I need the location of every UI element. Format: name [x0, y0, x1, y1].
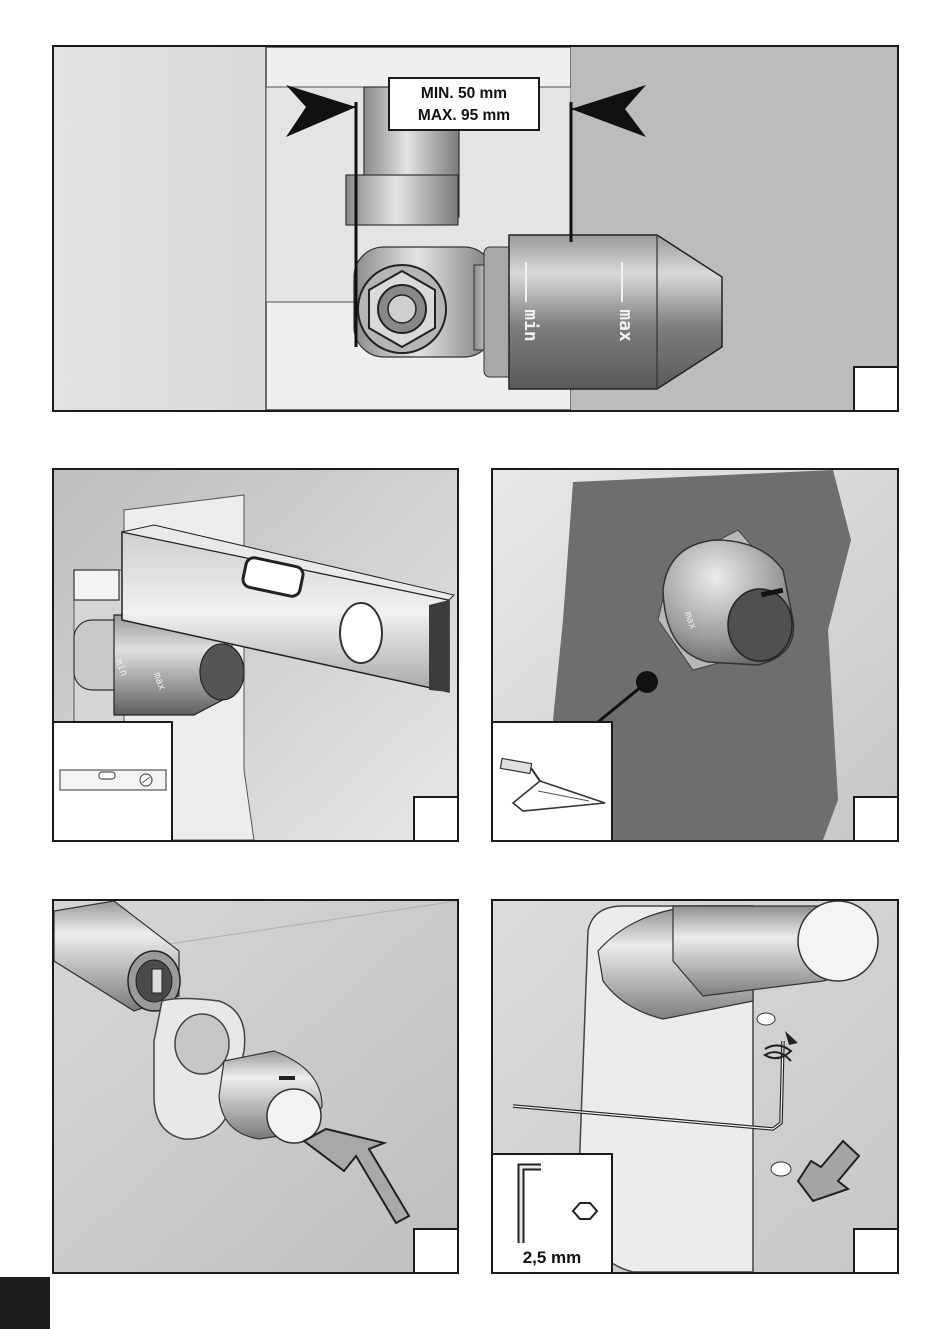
hex-key-icon	[493, 1155, 611, 1247]
figure-number-box	[413, 796, 459, 842]
figure-number-box	[853, 796, 899, 842]
figure-number-box	[853, 1228, 899, 1274]
dimension-min-text: MIN. 50 mm	[390, 83, 538, 105]
trowel-inset	[491, 721, 613, 842]
spirit-level-icon	[54, 723, 171, 840]
trowel-icon	[493, 723, 611, 840]
figure-1-panel: MIN. 50 mm MAX. 95 mm min max	[52, 45, 899, 412]
figure-2-panel: min max	[52, 468, 459, 842]
dimension-label: MIN. 50 mm MAX. 95 mm	[388, 77, 540, 131]
knob-mark-max: max	[615, 309, 636, 342]
hex-key-size-label: 2,5 mm	[493, 1248, 611, 1268]
figure-4-illustration	[54, 901, 457, 1272]
knob-mark-min: min	[520, 309, 541, 342]
dimension-max-text: MAX. 95 mm	[390, 105, 538, 127]
figure-number-box	[413, 1228, 459, 1274]
figure-4-panel	[52, 899, 459, 1274]
figure-5-panel: 2,5 mm	[491, 899, 899, 1274]
figure-number-box	[853, 366, 899, 412]
spirit-level-inset	[52, 721, 173, 842]
page-tab	[0, 1277, 50, 1329]
figure-3-panel: max	[491, 468, 899, 842]
hex-key-inset: 2,5 mm	[491, 1153, 613, 1274]
